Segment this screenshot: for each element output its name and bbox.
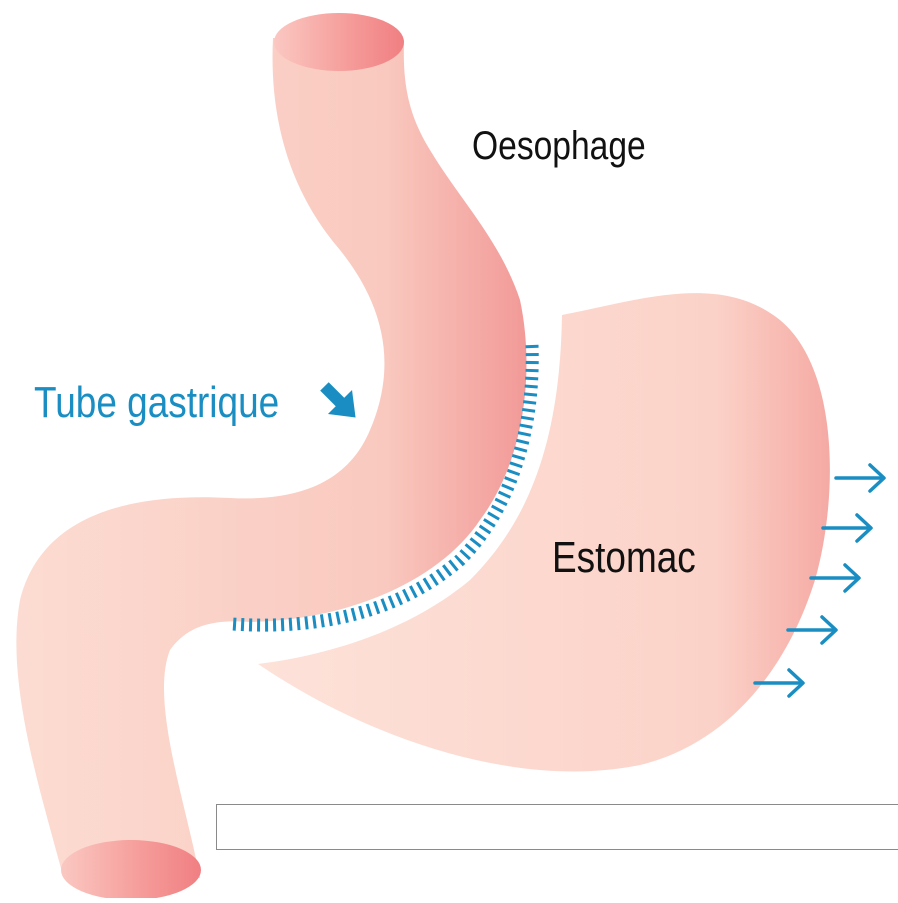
right-arrow-icon — [823, 515, 871, 541]
gastric-tube-label: Tube gastrique — [34, 378, 279, 428]
right-arrow-icon — [811, 565, 859, 591]
diagonal-down-right-arrow-icon — [312, 374, 367, 429]
right-arrow-icon — [836, 465, 884, 491]
oesophagus-opening — [274, 13, 404, 71]
oesophagus-label: Oesophage — [472, 124, 646, 169]
duodenum-opening — [61, 840, 201, 898]
caption-box — [216, 804, 898, 850]
stomach-label: Estomac — [552, 533, 696, 583]
